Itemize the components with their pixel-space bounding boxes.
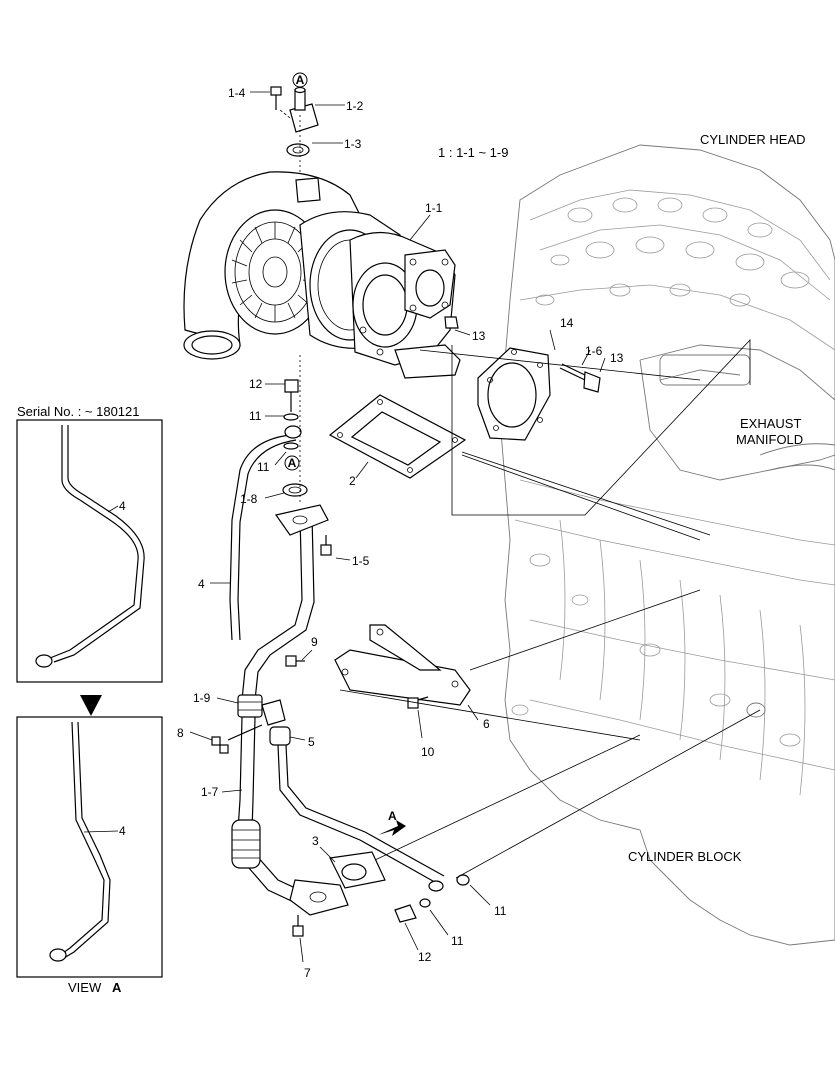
callout-14: 14 — [560, 316, 574, 330]
callout-11-c: 11 — [494, 904, 507, 918]
callout-1-3: 1-3 — [344, 137, 362, 151]
leader-lines — [299, 338, 761, 879]
callout-4-b: 4 — [119, 499, 126, 513]
area-cylinder-head: CYLINDER HEAD — [700, 132, 805, 147]
callout-1-9: 1-9 — [193, 691, 211, 705]
gasket-2 — [328, 394, 467, 479]
oil-feed-fitting — [270, 86, 319, 175]
oil-return-pipe — [231, 483, 349, 937]
oil-return-tube-3 — [277, 744, 470, 923]
callout-12-b: 12 — [418, 950, 432, 964]
callout-1-6: 1-6 — [585, 344, 603, 358]
turbocharger — [183, 171, 461, 379]
ratio-note: 1 : 1-1 ~ 1-9 — [438, 145, 508, 160]
inset-serial-box — [16, 419, 163, 683]
marker-a-arrow-label: A — [388, 809, 397, 823]
callout-4-c: 4 — [119, 824, 126, 838]
callout-11-a: 11 — [249, 409, 262, 423]
callout-6: 6 — [483, 717, 490, 731]
callout-1-5: 1-5 — [352, 554, 370, 568]
area-exhaust-manifold-2: MANIFOLD — [736, 432, 803, 447]
view-transition-arrow — [80, 695, 102, 716]
callout-1-8: 1-8 — [240, 492, 258, 506]
view-caption-prefix: VIEW — [68, 980, 102, 995]
area-cylinder-block: CYLINDER BLOCK — [628, 849, 742, 864]
marker-a-mid-label: A — [288, 456, 297, 470]
marker-a-top-label: A — [296, 73, 305, 87]
view-caption-letter: A — [112, 980, 122, 995]
callout-11-b: 11 — [257, 460, 270, 474]
bracket-6 — [211, 624, 471, 754]
inset-view-a-box — [16, 716, 163, 978]
marker-a-mid: A — [284, 455, 300, 471]
serial-note: Serial No. : ~ 180121 — [17, 404, 140, 419]
callout-4-a: 4 — [198, 577, 205, 591]
stud-and-nut — [444, 316, 601, 393]
callout-1-2: 1-2 — [346, 99, 364, 113]
oil-feed-pipe-4 — [229, 379, 302, 641]
callout-4-b-leader — [107, 505, 119, 513]
callout-3: 3 — [312, 834, 319, 848]
callout-8: 8 — [177, 726, 184, 740]
marker-a-top: A — [292, 72, 308, 88]
callout-9: 9 — [311, 635, 318, 649]
gasket-14 — [477, 347, 551, 441]
callout-10: 10 — [421, 745, 435, 759]
area-exhaust-manifold-1: EXHAUST — [740, 416, 801, 431]
callout-12-a: 12 — [249, 377, 263, 391]
callout-5: 5 — [308, 735, 315, 749]
callout-1-7: 1-7 — [201, 785, 219, 799]
callout-1-4: 1-4 — [228, 86, 246, 100]
callout-13-a: 13 — [472, 329, 486, 343]
view-a-arrow — [378, 820, 406, 836]
engine-block-outline — [499, 144, 835, 946]
callout-4-c-leader — [83, 830, 119, 833]
callout-leaders — [189, 91, 606, 963]
callout-13-b: 13 — [610, 351, 624, 365]
callout-1-1: 1-1 — [425, 201, 443, 215]
callout-7: 7 — [304, 966, 311, 980]
callout-11-d: 11 — [451, 934, 464, 948]
callout-2: 2 — [349, 474, 356, 488]
